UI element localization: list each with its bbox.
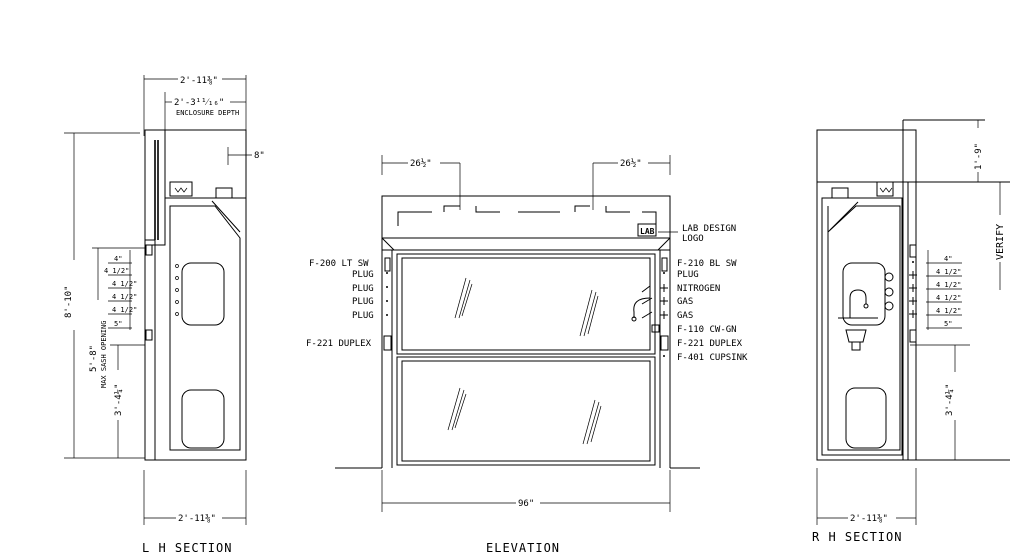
lab-logo: LAB: [640, 227, 655, 236]
right-spacing-5: 5": [944, 320, 952, 328]
label-gas-1: GAS: [677, 297, 693, 307]
right-bottom-dimension: 2'-11⅜": [850, 514, 888, 524]
left-spacing-5: 5": [114, 320, 122, 328]
left-fixture-spacing: 4" 4 1/2" 4 1/2" 4 1/2" 4 1/2" 5": [104, 250, 137, 330]
elevation-title: ELEVATION: [486, 541, 560, 555]
elevation-width-dimension: 96": [518, 499, 534, 509]
left-base-dimension: 3'-4¼": [114, 383, 124, 416]
label-plug-2: PLUG: [352, 284, 374, 294]
right-spacing-1: 4 1/2": [936, 268, 961, 276]
label-f221-duplex-left: F-221 DUPLEX: [306, 339, 372, 349]
elevation-left-dimension: 26½": [410, 158, 432, 169]
label-plug-3: PLUG: [352, 297, 374, 307]
right-fixture-spacing: 4" 4 1/2" 4 1/2" 4 1/2" 4 1/2" 5": [926, 250, 962, 330]
elevation-view: 26½" 26½" LAB: [306, 155, 748, 555]
label-f401-cupsink: F-401 CUPSINK: [677, 353, 748, 363]
elevation-right-dimension: 26½": [620, 158, 642, 169]
label-f110-cw-gn: F-110 CW-GN: [677, 325, 737, 335]
label-gas-2: GAS: [677, 311, 693, 321]
label-f221-duplex-right: F-221 DUPLEX: [677, 339, 743, 349]
right-top-dimension: 1'-9": [974, 143, 984, 170]
label-plug-right: PLUG: [677, 270, 699, 280]
left-top-dimension: 2'-11⅜": [180, 76, 218, 86]
left-bottom-dimension: 2'-11⅜": [178, 514, 216, 524]
label-lab-design: LAB DESIGN: [682, 224, 736, 234]
left-spacing-0: 4": [114, 255, 122, 263]
label-logo: LOGO: [682, 234, 704, 244]
left-section-title: L H SECTION: [142, 541, 232, 555]
label-plug-1: PLUG: [352, 270, 374, 280]
label-f210-bl-sw: F-210 BL SW: [677, 259, 737, 269]
label-plug-4: PLUG: [352, 311, 374, 321]
label-nitrogen: NITROGEN: [677, 284, 720, 294]
label-f200-lt-sw: F-200 LT SW: [309, 259, 369, 269]
left-spacing-2: 4 1/2": [112, 280, 137, 288]
left-spacing-4: 4 1/2": [112, 306, 137, 314]
right-spacing-0: 4": [944, 255, 952, 263]
left-spacing-3: 4 1/2": [112, 293, 137, 301]
right-spacing-3: 4 1/2": [936, 294, 961, 302]
right-base-dimension: 3'-4¼": [945, 383, 955, 416]
left-height-dimension: 8'-10": [64, 285, 74, 318]
left-sash-dimension: 5'-8": [89, 345, 99, 372]
left-section-view: 2'-11⅜" 2'-3¹¹⁄₁₆" ENCLOSURE DEPTH 8" 8'…: [64, 75, 265, 555]
right-section-view: 4" 4 1/2" 4 1/2" 4 1/2" 4 1/2" 5" 3'-4¼"…: [812, 119, 1010, 544]
left-spacing-1: 4 1/2": [104, 267, 129, 275]
verify-label: VERIFY: [995, 224, 1006, 260]
left-enclosure-dimension: 2'-3¹¹⁄₁₆": [174, 98, 224, 108]
enclosure-depth-label: ENCLOSURE DEPTH: [176, 109, 239, 117]
right-spacing-4: 4 1/2": [936, 307, 961, 315]
right-section-title: R H SECTION: [812, 530, 902, 544]
sash-opening-label: MAX SASH OPENING: [100, 321, 108, 388]
left-8in-dimension: 8": [254, 151, 265, 161]
right-spacing-2: 4 1/2": [936, 281, 961, 289]
